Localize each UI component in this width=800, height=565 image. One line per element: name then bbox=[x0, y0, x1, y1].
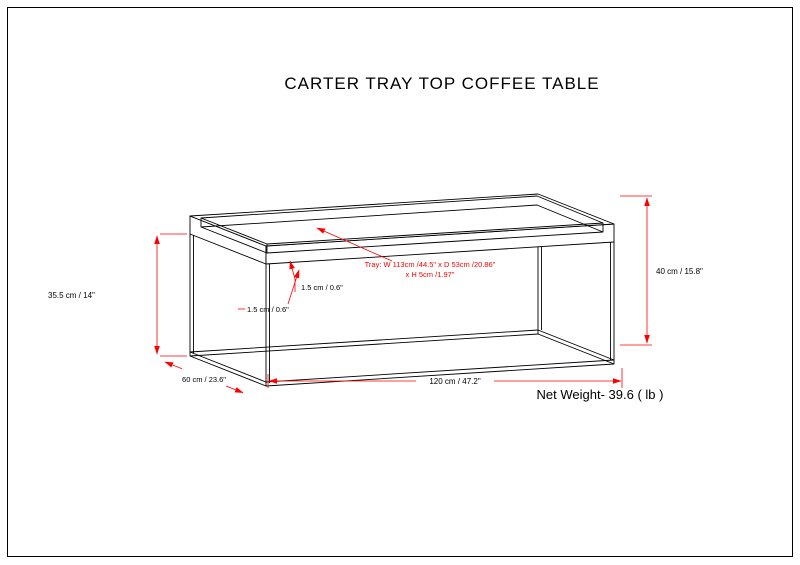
width-label: 120 cm / 47.2" bbox=[429, 377, 480, 386]
rim-a-label: 1.5 cm / 0.6" bbox=[301, 283, 343, 292]
tray-annotation-line2: x H 5cm /1.97" bbox=[406, 270, 455, 279]
net-weight-label: Net Weight- 39.6 ( lb ) bbox=[537, 387, 664, 402]
rim-dimension-b bbox=[238, 269, 300, 310]
height-dimension-left bbox=[154, 233, 187, 357]
depth-dimension bbox=[164, 361, 244, 394]
rim-b-label: 1.5 cm / 0.6" bbox=[247, 305, 289, 314]
table-drawing bbox=[189, 193, 615, 387]
tray-top bbox=[189, 193, 615, 265]
page-title: CARTER TRAY TOP COFFEE TABLE bbox=[284, 74, 599, 93]
height-left-label: 35.5 cm / 14" bbox=[48, 291, 95, 300]
height-dimension-right bbox=[620, 195, 652, 346]
height-right-label: 40 cm / 15.8" bbox=[656, 267, 703, 276]
tray-annotation: Tray: W 113cm /44.5" x D 53cm /20.86" x … bbox=[316, 227, 496, 279]
page-border bbox=[7, 7, 793, 557]
tray-annotation-line1: Tray: W 113cm /44.5" x D 53cm /20.86" bbox=[365, 260, 496, 269]
depth-label: 60 cm / 23.6" bbox=[182, 375, 226, 384]
width-dimension bbox=[267, 368, 623, 388]
